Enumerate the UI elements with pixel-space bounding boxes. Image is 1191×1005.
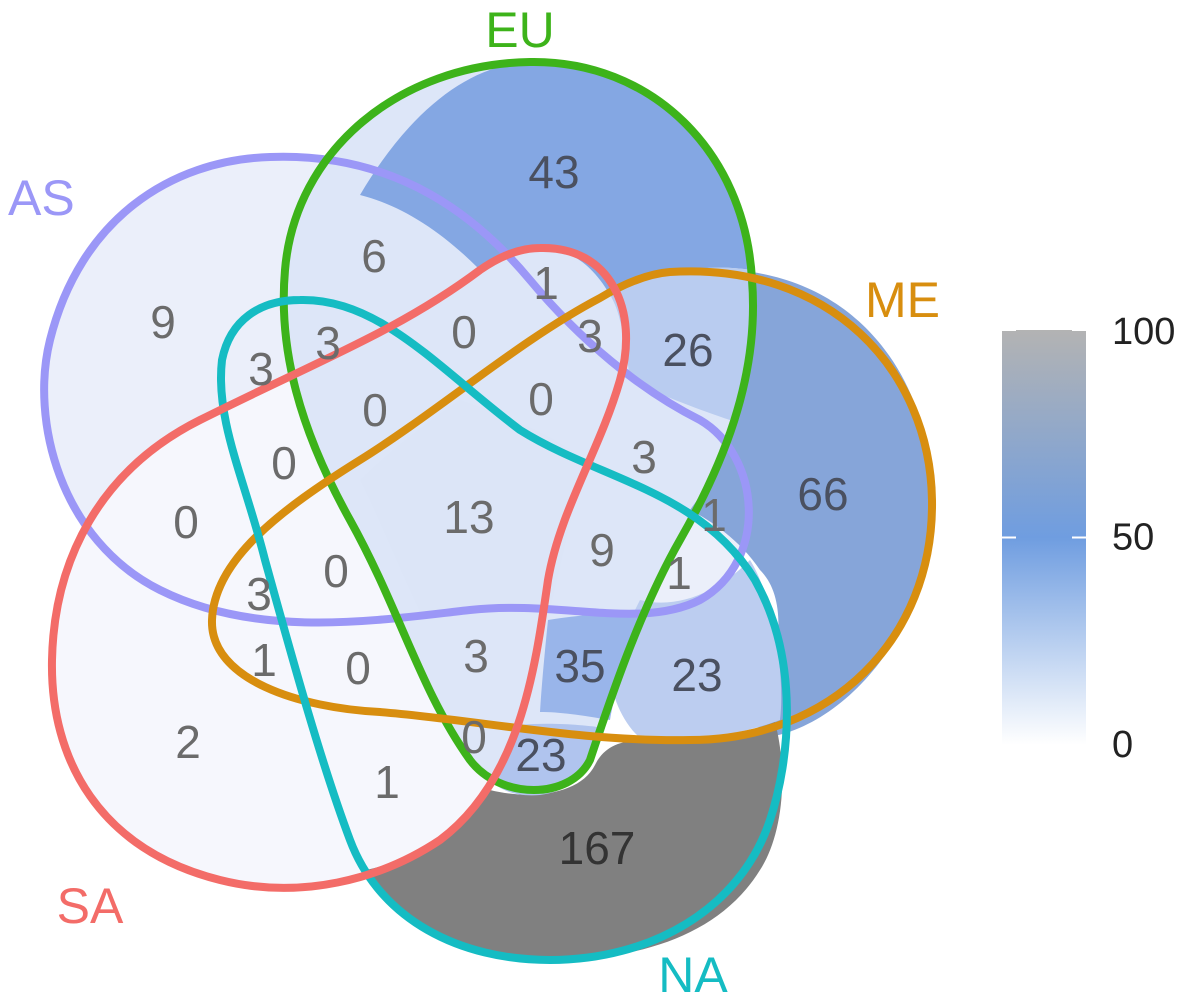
eu-only-fill: [360, 61, 752, 295]
me-na-fill: [610, 560, 782, 740]
region-count-eu-me: 26: [662, 324, 713, 376]
colorbar-ticks: 100 50 0: [1002, 311, 1175, 766]
region-count-as-na: 3: [631, 431, 657, 483]
colorbar-tick-label-50: 50: [1112, 517, 1154, 559]
region-count-eu: 43: [528, 146, 579, 198]
region-count-eu-na: 23: [515, 729, 566, 781]
region-count-na-sa: 1: [374, 756, 400, 808]
colorbar-tick-label-0: 0: [1112, 724, 1133, 766]
colorbar-tick-label-100: 100: [1112, 311, 1175, 353]
region-count-as-eu-sa: 0: [451, 306, 477, 358]
region-count-as-sa: 0: [173, 496, 199, 548]
region-count-me: 66: [797, 468, 848, 520]
set-label-as: AS: [8, 170, 75, 226]
region-count-me-na: 23: [671, 649, 722, 701]
region-count-me-na-sa: 0: [345, 642, 371, 694]
region-count-as-eu-me: 3: [577, 310, 603, 362]
region-count-eu-me-sa: 3: [463, 630, 489, 682]
region-count-sa: 2: [175, 716, 201, 768]
region-count-eu-me-na: 35: [554, 640, 605, 692]
region-count-as-na-sa: 0: [271, 437, 297, 489]
set-labels: AS EU ME NA SA: [8, 2, 940, 1003]
eu-me-fill: [610, 267, 752, 420]
outline-sa: [47, 243, 631, 892]
set-label-me: ME: [865, 272, 940, 328]
region-count-as-me: 1: [701, 489, 727, 541]
set-outlines: [40, 57, 937, 965]
region-count-as-eu-na: 3: [315, 317, 341, 369]
region-count-as: 9: [150, 296, 176, 348]
region-count-as-eu-na-sa: 0: [362, 384, 388, 436]
region-count-as-eu-me-sa: 0: [528, 373, 554, 425]
region-count-na: 167: [559, 822, 636, 874]
region-count-as-eu-me-na: 3: [248, 343, 274, 395]
region-count-eu-sa: 1: [533, 257, 559, 309]
me-fill: [690, 272, 933, 738]
region-count-as-eu: 6: [361, 230, 387, 282]
region-count-as-me-na-sa: 0: [323, 545, 349, 597]
region-count-as-me-sa: 3: [246, 568, 272, 620]
center-fill: [360, 400, 585, 612]
set-label-na: NA: [658, 947, 728, 1003]
region-count-eu-na-sa: 0: [461, 711, 487, 763]
outline-na: [217, 295, 791, 965]
region-count-as-eu-me-na-sa: 13: [443, 491, 494, 543]
set-label-eu: EU: [485, 2, 554, 58]
na-only-fill: [365, 722, 783, 960]
region-count-as-eu-na-me: 9: [589, 524, 615, 576]
region-count-me-sa: 1: [251, 634, 277, 686]
region-count-as-me-na: 1: [666, 547, 692, 599]
colorbar: 100 50 0: [1002, 311, 1175, 766]
set-label-sa: SA: [57, 878, 124, 934]
